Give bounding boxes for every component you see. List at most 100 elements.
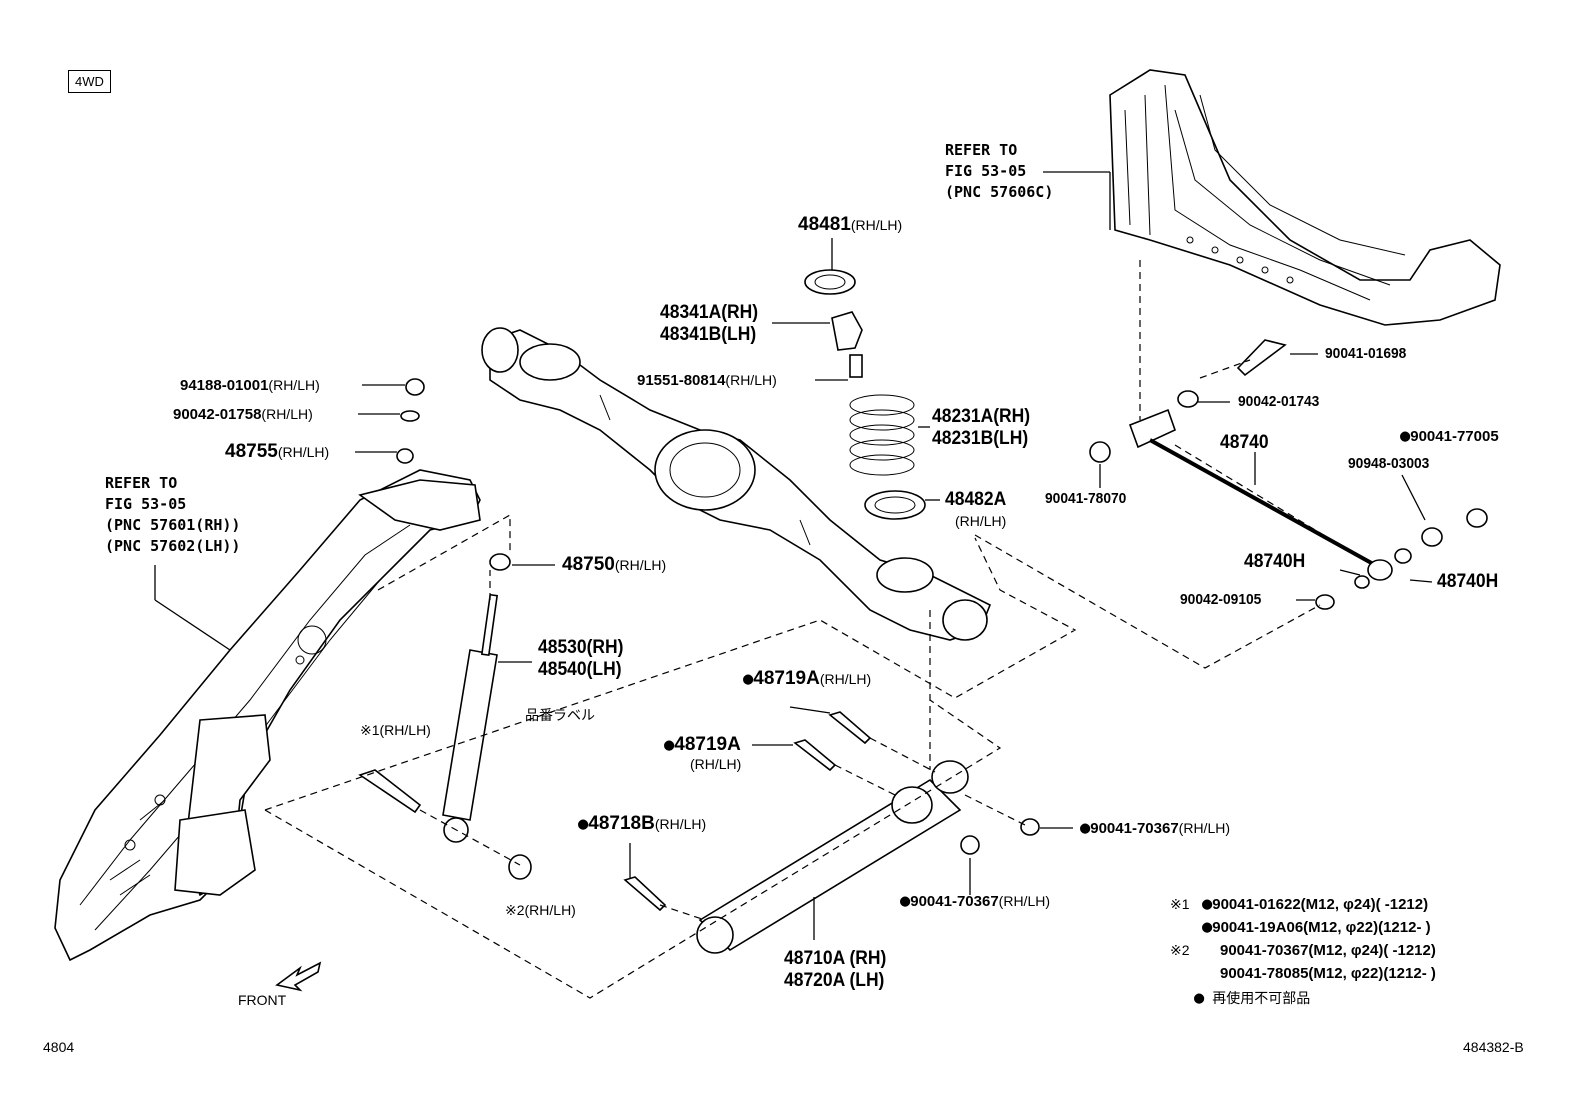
part-48755-suffix: (RH/LH)	[277, 444, 330, 460]
part-48482a-label[interactable]: 48482A	[945, 489, 1007, 510]
non-reusable-dot-icon: ●	[1400, 426, 1411, 446]
non-reusable-dot-icon: ●	[1202, 894, 1213, 914]
part-number-label-jp: 品番ラベル	[525, 707, 595, 723]
refer-left-line-2: FIG 53-05	[105, 495, 187, 513]
part-94188-suffix: (RH/LH)	[268, 377, 320, 393]
part-90041-70367-lower-number: 90041-70367	[910, 893, 999, 910]
part-48540-label[interactable]: 48540(LH)	[538, 659, 622, 680]
front-arrow-icon	[275, 961, 322, 992]
part-90041-77005-label[interactable]: ●90041-77005	[1400, 428, 1499, 445]
fastener-legend: ※1●90041-01622(M12, φ24)( -1212) ●90041-…	[1170, 893, 1436, 1009]
part-90041-77005-number: 90041-77005	[1410, 428, 1499, 445]
part-48231b-label[interactable]: 48231B(LH)	[932, 428, 1029, 449]
legend-mark-3: ※2	[1170, 942, 1190, 958]
part-48482a-suffix: (RH/LH)	[955, 513, 1007, 529]
legend-mark-1: ※1	[1170, 896, 1190, 912]
part-91551-suffix: (RH/LH)	[725, 372, 777, 388]
legend-text-2: 90041-19A06(M12, φ22)(1212- )	[1212, 919, 1431, 936]
part-94188-01001-label[interactable]: 94188-01001(RH/LH)	[180, 377, 320, 393]
refer-to-right-note: REFER TO FIG 53-05 (PNC 57606C)	[945, 140, 1053, 203]
part-48740h-left-label[interactable]: 48740H	[1244, 551, 1306, 572]
refer-left-line-3: (PNC 57601(RH))	[105, 516, 241, 534]
part-90041-78070-label[interactable]: 90041-78070	[1045, 490, 1127, 507]
non-reusable-dot-icon: ●	[578, 814, 589, 834]
part-91551-80814-label[interactable]: 91551-80814(RH/LH)	[637, 372, 777, 388]
legend-row-2: ●90041-19A06(M12, φ22)(1212- )	[1170, 916, 1436, 939]
legend-text-1: 90041-01622(M12, φ24)( -1212)	[1212, 896, 1429, 913]
fasteners-drawing	[358, 378, 1040, 912]
part-48481-label[interactable]: 48481(RH/LH)	[798, 215, 902, 234]
non-reusable-dot-icon: ●	[1194, 988, 1205, 1008]
part-48710a-label[interactable]: 48710A (RH)	[784, 948, 887, 969]
dashed-assembly-lines	[264, 260, 1341, 999]
part-48719a-upper-number: 48719A	[753, 668, 820, 689]
right-body-frame-drawing	[1109, 69, 1501, 326]
page-code-left: 4804	[43, 1039, 75, 1055]
shock-absorber-drawing	[442, 553, 511, 843]
part-90042-09105-label[interactable]: 90042-09105	[1180, 591, 1262, 608]
part-90041-70367-right-number: 90041-70367	[1090, 820, 1179, 837]
legend-text-5: 再使用不可部品	[1212, 990, 1311, 1006]
part-90041-70367-lower-label[interactable]: ●90041-70367(RH/LH)	[900, 893, 1050, 910]
non-reusable-dot-icon: ●	[1080, 818, 1091, 838]
legend-row-1: ※1 ●90041-01622(M12, φ24)( -1212)	[1170, 893, 1436, 916]
part-91551-number: 91551-80814	[637, 372, 726, 389]
front-direction-label: FRONT	[238, 992, 287, 1008]
part-48719a-upper-suffix: (RH/LH)	[819, 671, 872, 687]
part-48755-number: 48755	[225, 441, 278, 462]
part-48755-label[interactable]: 48755(RH/LH)	[225, 442, 329, 461]
part-90041-01698-label[interactable]: 90041-01698	[1325, 345, 1407, 362]
part-90041-70367-right-label[interactable]: ●90041-70367(RH/LH)	[1080, 820, 1230, 837]
refer-right-line-3: (PNC 57606C)	[945, 183, 1054, 201]
legend-text-3: 90041-70367(M12, φ24)( -1212)	[1220, 942, 1436, 959]
lower-control-arm-drawing	[696, 760, 969, 954]
non-reusable-dot-icon: ●	[1202, 917, 1213, 937]
part-90042-01758-label[interactable]: 90042-01758(RH/LH)	[173, 406, 313, 422]
part-90042-01758-suffix: (RH/LH)	[261, 406, 313, 422]
refer-left-line-1: REFER TO	[105, 474, 178, 492]
part-48341b-label[interactable]: 48341B(LH)	[660, 324, 757, 345]
refer-right-line-1: REFER TO	[945, 141, 1018, 159]
part-48719a-upper-label[interactable]: ●48719A(RH/LH)	[743, 669, 871, 688]
part-48341a-label[interactable]: 48341A(RH)	[660, 302, 759, 323]
coil-spring-stack-drawing	[804, 269, 926, 520]
part-48719a-lower-suffix: (RH/LH)	[690, 756, 742, 772]
part-48530-label[interactable]: 48530(RH)	[538, 637, 624, 658]
part-90042-01743-label[interactable]: 90042-01743	[1238, 393, 1320, 410]
refer-to-left-note: REFER TO FIG 53-05 (PNC 57601(RH)) (PNC …	[105, 473, 240, 557]
part-48720a-label[interactable]: 48720A (LH)	[784, 970, 885, 991]
part-48481-suffix: (RH/LH)	[850, 217, 903, 233]
part-48719a-lower-number: 48719A	[674, 734, 741, 755]
part-48750-label[interactable]: 48750(RH/LH)	[562, 555, 666, 574]
part-90041-70367-lower-suffix: (RH/LH)	[998, 893, 1051, 909]
part-48718b-number: 48718B	[588, 813, 655, 834]
non-reusable-dot-icon: ●	[900, 891, 911, 911]
note-2-reference: ※2(RH/LH)	[505, 902, 576, 918]
part-90042-01758-number: 90042-01758	[173, 406, 262, 423]
refer-right-line-2: FIG 53-05	[945, 162, 1027, 180]
lateral-control-rod-drawing	[1089, 339, 1488, 610]
page-code-right: 484382-B	[1463, 1039, 1524, 1055]
refer-left-line-4: (PNC 57602(LH))	[105, 537, 241, 555]
part-48740-label[interactable]: 48740	[1220, 432, 1269, 453]
part-90041-70367-right-suffix: (RH/LH)	[1178, 820, 1231, 836]
note-1-reference: ※1(RH/LH)	[360, 722, 431, 738]
rear-axle-housing-drawing	[481, 327, 992, 641]
part-90948-03003-label[interactable]: 90948-03003	[1348, 455, 1430, 472]
part-48481-number: 48481	[798, 214, 851, 235]
part-48231a-label[interactable]: 48231A(RH)	[932, 406, 1031, 427]
drivetrain-badge: 4WD	[68, 70, 111, 93]
legend-row-5: ● 再使用不可部品	[1170, 987, 1436, 1009]
leader-lines	[154, 171, 1433, 940]
left-body-frame-drawing	[54, 469, 481, 962]
part-48750-number: 48750	[562, 554, 615, 575]
legend-row-3: ※2 90041-70367(M12, φ24)( -1212)	[1170, 939, 1436, 962]
part-48718b-suffix: (RH/LH)	[654, 816, 707, 832]
part-48750-suffix: (RH/LH)	[614, 557, 667, 573]
legend-row-4: 90041-78085(M12, φ22)(1212- )	[1170, 962, 1436, 985]
part-48718b-label[interactable]: ●48718B(RH/LH)	[578, 814, 706, 833]
legend-text-4: 90041-78085(M12, φ22)(1212- )	[1220, 965, 1436, 982]
part-48719a-lower-label[interactable]: ●48719A	[664, 735, 741, 754]
part-48740h-right-label[interactable]: 48740H	[1437, 571, 1499, 592]
